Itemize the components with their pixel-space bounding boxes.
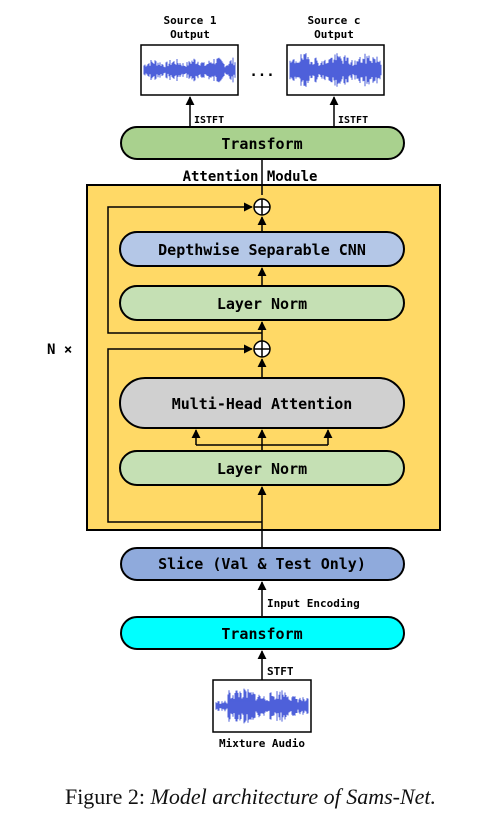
slice-label: Slice (Val & Test Only) <box>158 555 366 573</box>
mixture-audio-label: Mixture Audio <box>219 737 305 750</box>
residual-skip-bottom <box>107 344 262 523</box>
source-1-waveform <box>143 57 236 83</box>
input-encoding-label: Input Encoding <box>267 597 360 610</box>
source-c-output: Source c Output <box>286 14 385 96</box>
istft-right-label: ISTFT <box>338 115 368 126</box>
outputs-ellipsis: ... <box>249 64 274 80</box>
transform-bottom-block <box>120 616 405 650</box>
caption-text: Model architecture of Sams-Net. <box>150 784 437 809</box>
caption-prefix: Figure 2: <box>64 784 151 809</box>
layer-norm-bottom-block <box>119 450 405 486</box>
repeat-count-label: N × <box>47 342 72 358</box>
source-c-label-line1: Source c <box>308 14 361 27</box>
source-1-output: Source 1 Output <box>140 14 239 96</box>
layer-norm-bottom-label: Layer Norm <box>217 460 307 478</box>
residual-skip-top <box>107 202 262 334</box>
source-1-label-line2: Output <box>170 28 210 41</box>
multi-head-attention-label: Multi-Head Attention <box>172 395 353 413</box>
source-c-label-line2: Output <box>314 28 354 41</box>
source-1-label-line1: Source 1 <box>164 14 217 27</box>
figure-caption: Figure 2: Model architecture of Sams-Net… <box>0 784 501 810</box>
transform-top-label: Transform <box>221 135 302 153</box>
attention-module-title: Attention Module <box>183 169 318 185</box>
mixture-audio-waveform <box>215 688 309 724</box>
istft-left-label: ISTFT <box>194 115 224 126</box>
source-c-waveform <box>289 53 382 87</box>
slice-block <box>120 547 405 581</box>
stft-label: STFT <box>267 665 294 678</box>
transform-bottom-label: Transform <box>221 625 302 643</box>
layer-norm-top-label: Layer Norm <box>217 295 307 313</box>
depthwise-separable-cnn-label: Depthwise Separable CNN <box>158 241 366 259</box>
